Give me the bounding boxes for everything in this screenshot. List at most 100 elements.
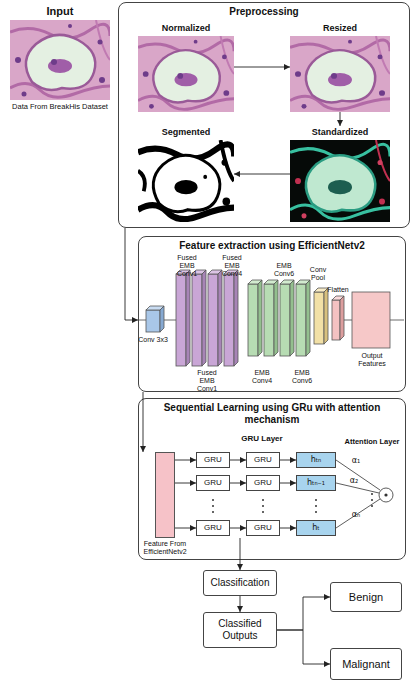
node-label: hₜₙ₋₁	[307, 478, 325, 488]
ellipsis-dot	[262, 511, 264, 513]
node-label: GRU	[204, 455, 222, 465]
histology-image	[10, 20, 110, 100]
gru-cell: GRU	[246, 520, 280, 536]
feature-vector: Feature From EfficientNetv2	[140, 452, 190, 558]
layer-label: GRU Layer	[232, 434, 292, 443]
fused-mbconv-block	[208, 270, 222, 274]
node-label: Classification	[208, 577, 273, 589]
flow-arrow	[230, 483, 246, 484]
node-label: hₜₙ	[311, 455, 322, 465]
flow-arrow	[175, 460, 196, 461]
mbconv-block	[280, 280, 294, 284]
gru-cell: GRU	[196, 520, 230, 536]
histology-image	[138, 140, 234, 222]
mbconv-block	[306, 280, 310, 356]
node-label: Standardized	[312, 126, 369, 138]
node-label: GRU	[254, 478, 272, 488]
node-label: hₜ	[312, 523, 319, 533]
sum-dot	[384, 493, 387, 496]
fused-mbconv-block	[208, 274, 218, 366]
connector-line	[138, 320, 146, 321]
layer-label: Conv 3x3	[137, 336, 169, 344]
flatten-block	[332, 296, 344, 300]
flow-arrow	[175, 528, 196, 529]
node-label: Segmented	[162, 126, 211, 138]
flow-arrow	[234, 67, 290, 68]
conv-block	[160, 306, 164, 332]
ellipsis-dot	[315, 499, 317, 501]
image-step: Normalized	[138, 22, 234, 112]
flow-arrow	[240, 596, 241, 612]
mbconv-block	[258, 280, 262, 356]
conv-block	[146, 306, 164, 310]
node-label: GRU	[254, 455, 272, 465]
fused-mbconv-block	[176, 274, 186, 366]
node-caption: Data From BreakHis Dataset	[12, 102, 108, 112]
connector-line	[164, 320, 176, 321]
mbconv-block	[274, 280, 278, 356]
layer-label: Fused EMB Conv4	[214, 254, 250, 278]
pool-block	[314, 292, 324, 344]
histology-image	[138, 36, 234, 112]
layer-label: αₙ	[348, 510, 364, 519]
fused-mbconv-block	[186, 270, 190, 366]
connector-line	[390, 320, 404, 321]
flow-arrow	[234, 174, 290, 175]
node-label: GRU	[254, 523, 272, 533]
image-step: Standardized	[290, 126, 390, 222]
image-step: Segmented	[138, 126, 234, 222]
fused-mbconv-block	[224, 274, 234, 366]
process-box: Classification	[203, 570, 277, 596]
feature-bar	[155, 452, 175, 538]
histology-image	[290, 36, 390, 112]
flatten-block	[332, 300, 340, 340]
gru-cell: GRU	[196, 452, 230, 468]
layer-label: EMB Conv4	[247, 369, 277, 385]
ellipsis-dot	[371, 493, 373, 495]
histology-image	[290, 140, 390, 222]
mbconv-block	[280, 284, 290, 356]
mbconv-block	[248, 284, 258, 356]
gru-cell: GRU	[246, 452, 280, 468]
ellipsis-dot	[315, 511, 317, 513]
mbconv-block	[296, 280, 310, 284]
node-label: Malignant	[339, 657, 393, 671]
output-box: Malignant	[330, 648, 402, 680]
flow-arrow	[277, 597, 330, 630]
ellipsis-dot	[371, 499, 373, 501]
output-features-block	[352, 292, 390, 348]
hidden-state: hₜₙ₋₁	[296, 475, 336, 491]
ellipsis-dot	[212, 511, 214, 513]
fused-mbconv-block	[202, 270, 206, 366]
mbconv-block	[248, 280, 262, 284]
layer-label: Flatten	[323, 286, 353, 294]
ellipsis-dot	[262, 499, 264, 501]
flow-arrow	[280, 528, 296, 529]
hidden-state: hₜₙ	[296, 452, 336, 468]
fused-mbconv-block	[192, 274, 202, 366]
input-image: InputData From BreakHis Dataset	[4, 4, 116, 126]
flow-arrow	[230, 528, 246, 529]
flow-arrow	[280, 483, 296, 484]
ellipsis-dot	[371, 505, 373, 507]
node-label: Classified Outputs	[204, 618, 276, 642]
flow-arrow	[143, 392, 144, 452]
flow-arrow	[340, 112, 341, 126]
mbconv-block	[264, 284, 274, 356]
layer-label: EMB Conv6	[287, 369, 317, 385]
ellipsis-dot	[212, 499, 214, 501]
layer-label: EMB Conv6	[269, 262, 299, 278]
fused-mbconv-block	[234, 270, 238, 366]
node-label: Normalized	[162, 22, 211, 34]
flow-arrow	[230, 460, 246, 461]
gru-cell: GRU	[196, 475, 230, 491]
node-label: GRU	[204, 478, 222, 488]
sum-circle	[379, 488, 393, 502]
mbconv-block	[296, 284, 306, 356]
flow-arrow	[277, 630, 330, 664]
layer-label: Fused EMB Conv1	[169, 254, 205, 278]
node-label: Preprocessing	[221, 6, 306, 18]
layer-label: α₂	[346, 476, 362, 485]
flow-arrow	[280, 460, 296, 461]
